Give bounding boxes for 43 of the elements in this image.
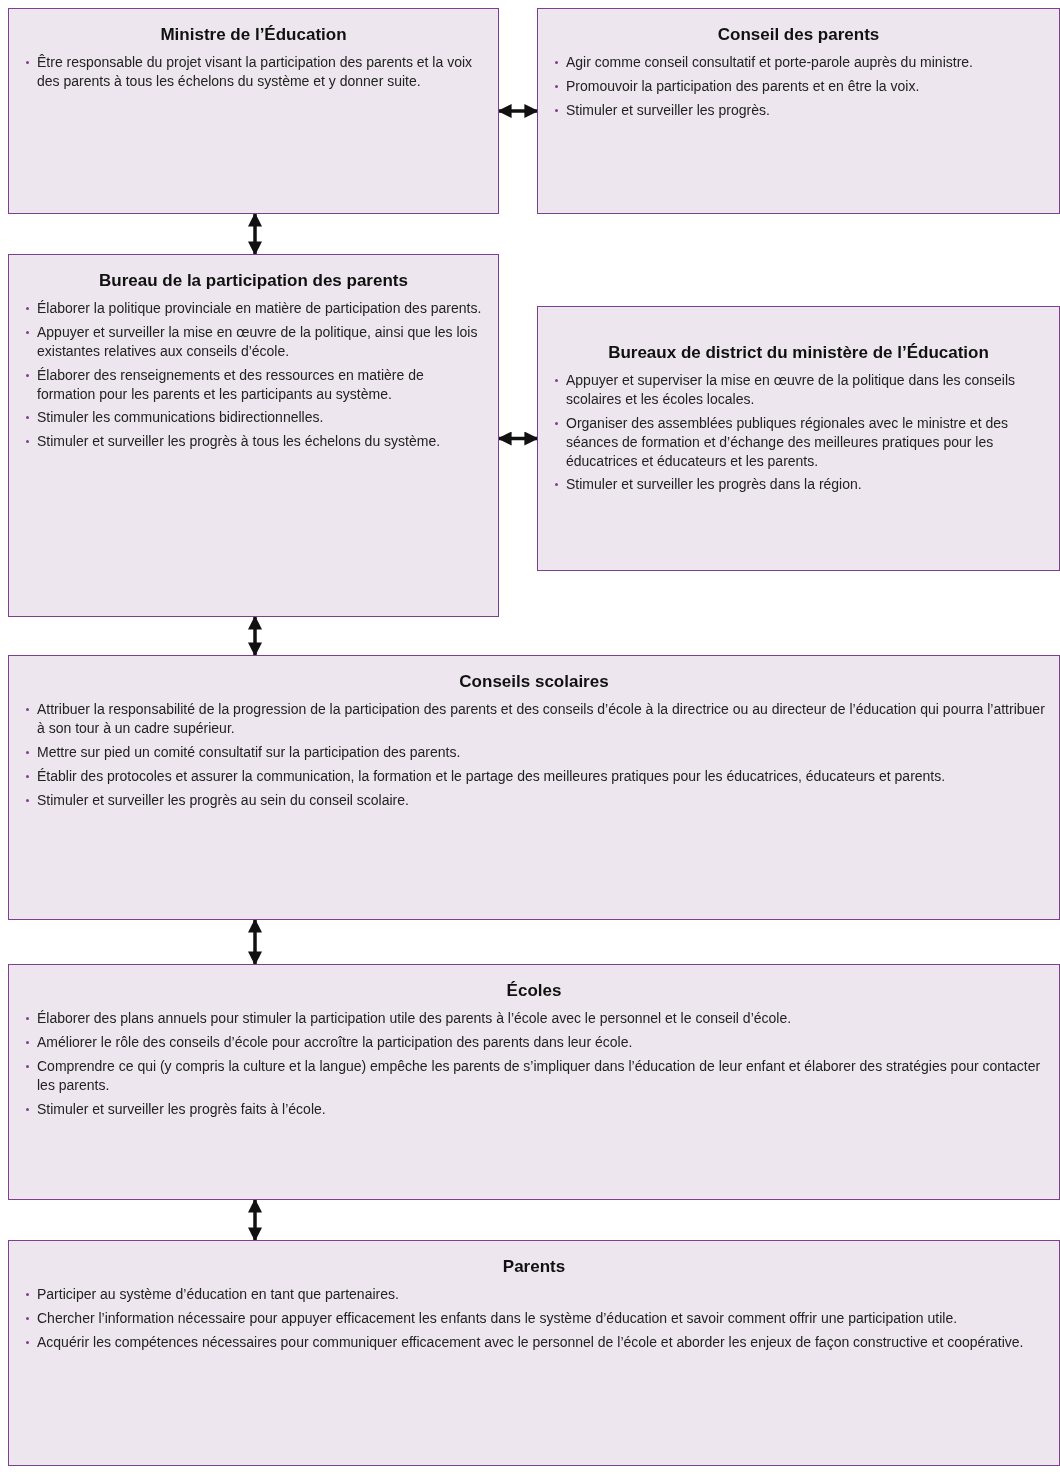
bullet-text: Élaborer des plans annuels pour stimuler la participation utile des parents à l’école avec le personnel et le conseil d’école. bbox=[23, 1009, 1045, 1028]
bullet-text: Stimuler et surveiller les progrès. bbox=[552, 100, 1045, 120]
bullet-text: Être responsable du projet visant la participation des parents et la voix des parents à tous les échelons du système et y donner suite. bbox=[23, 53, 484, 91]
double-arrow bbox=[248, 1198, 262, 1242]
double-arrow bbox=[248, 918, 262, 966]
double-arrow bbox=[248, 212, 262, 256]
bullet-text: Appuyer et surveiller la mise en œuvre de la politique, ainsi que les lois existantes relatives aux conseils d’école. bbox=[23, 322, 484, 361]
role-box bbox=[8, 655, 1060, 920]
bullet-text: Organiser des assemblées publiques régionales avec le ministre et des séances de formation et d’échange des meilleures pratiques pour les éducatrices et éducateurs et les parents. bbox=[552, 413, 1045, 471]
double-arrow bbox=[248, 615, 262, 657]
bullet-text: Élaborer des renseignements et des ressources en matière de formation pour les parents et les participants au système. bbox=[23, 365, 484, 404]
bullet-text: Mettre sur pied un comité consultatif sur la participation des parents. bbox=[23, 742, 1045, 762]
bullet-text: Stimuler et surveiller les progrès dans la région. bbox=[552, 475, 1045, 495]
role-box bbox=[8, 254, 499, 617]
bullet-text: Établir des protocoles et assurer la communication, la formation et le partage des meilleures pratiques pour les éducatrices, éducateurs et parents. bbox=[23, 766, 1045, 786]
bullet-text: Acquérir les compétences nécessaires pour communiquer efficacement avec le personnel de l’école et aborder les enjeux de façon constructive et coopérative. bbox=[23, 1332, 1045, 1352]
bullet-text: Améliorer le rôle des conseils d’école pour accroître la participation des parents dans leur école. bbox=[23, 1032, 1045, 1052]
box-heading: Bureaux de district du ministère de l’Éducation bbox=[607, 343, 990, 363]
box-heading: Conseil des parents bbox=[716, 25, 881, 45]
bullet-text: Chercher l’information nécessaire pour appuyer efficacement les enfants dans le système d’éducation et savoir comment offrir une participation utile. bbox=[23, 1308, 1045, 1328]
role-box bbox=[8, 8, 499, 214]
role-box bbox=[537, 306, 1060, 571]
box-heading: Conseils scolaires bbox=[458, 672, 610, 692]
bullet-text: Promouvoir la participation des parents et en être la voix. bbox=[552, 76, 1045, 96]
bullet-text: Attribuer la responsabilité de la progression de la participation des parents et des conseils d’école à la directrice ou au directeur de l’éducation qui pourra l’attribuer à son tour à un cadre supérieur. bbox=[23, 700, 1045, 738]
role-box bbox=[8, 1240, 1060, 1466]
bullet-text: Stimuler et surveiller les progrès faits à l’école. bbox=[23, 1099, 1045, 1119]
bullet-text: Stimuler et surveiller les progrès à tous les échelons du système. bbox=[23, 432, 484, 452]
bullet-text: Appuyer et superviser la mise en œuvre de la politique dans les conseils scolaires et les écoles locales. bbox=[552, 371, 1045, 409]
box-heading: Ministre de l’Éducation bbox=[159, 25, 348, 45]
role-box bbox=[8, 964, 1060, 1200]
box-heading: Parents bbox=[501, 1257, 567, 1277]
bullet-text: Stimuler les communications bidirectionnelles. bbox=[23, 408, 484, 428]
bullet-text: Comprendre ce qui (y compris la culture et la langue) empêche les parents de s’impliquer dans l’éducation de leur enfant et élaborer des stratégies pour contacter les parents. bbox=[23, 1056, 1045, 1095]
double-arrow bbox=[497, 431, 539, 446]
role-box bbox=[537, 8, 1060, 214]
bullet-text: Participer au système d’éducation en tant que partenaires. bbox=[23, 1285, 1045, 1304]
bullet-text: Stimuler et surveiller les progrès au sein du conseil scolaire. bbox=[23, 790, 1045, 810]
box-heading: Bureau de la participation des parents bbox=[98, 271, 409, 291]
box-heading: Écoles bbox=[505, 981, 563, 1001]
bullet-text: Agir comme conseil consultatif et porte-parole auprès du ministre. bbox=[552, 53, 1045, 72]
bullet-text: Élaborer la politique provinciale en matière de participation des parents. bbox=[23, 299, 484, 318]
double-arrow bbox=[497, 104, 539, 118]
